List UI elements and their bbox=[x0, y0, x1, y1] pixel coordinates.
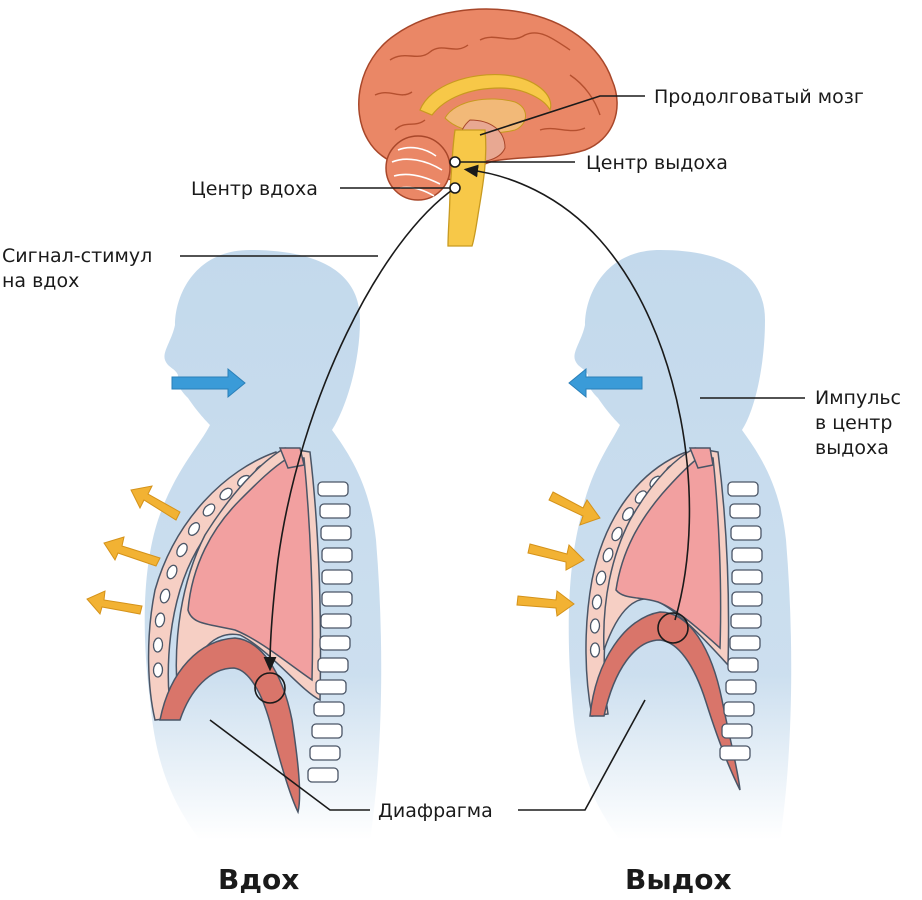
exhale-caption: Выдох bbox=[625, 863, 732, 896]
diaphragm-leader-right bbox=[518, 699, 646, 811]
inhale-lung bbox=[187, 457, 314, 682]
nerve-paths bbox=[180, 95, 805, 811]
exhale-diaphragm bbox=[589, 611, 741, 791]
cerebellum bbox=[385, 135, 451, 201]
exhale-rib-arrows bbox=[516, 491, 601, 617]
diaphragm-label: Диафрагма bbox=[378, 800, 493, 822]
inhale-center-label: Центр вдоха bbox=[191, 178, 318, 200]
exhale-center-label: Центр выдоха bbox=[586, 152, 728, 174]
exhale-impulse-path bbox=[463, 164, 691, 621]
inhale-air-arrow bbox=[171, 367, 246, 399]
medulla-leader bbox=[479, 95, 645, 136]
diaphragm-leader-left bbox=[209, 719, 370, 811]
exhale-air-arrow bbox=[568, 367, 643, 399]
exhale-diaphragm-marker bbox=[657, 612, 689, 644]
inhale-rib-arrows bbox=[86, 485, 181, 616]
inhale-center-dot bbox=[449, 182, 461, 194]
medulla-label: Продолговатый мозг bbox=[654, 86, 864, 108]
inhale-figure bbox=[86, 250, 382, 840]
exhale-spine bbox=[719, 481, 763, 761]
signal-label-line2: на вдох bbox=[2, 270, 79, 292]
inhale-signal-path bbox=[263, 187, 456, 672]
inhale-diaphragm bbox=[159, 637, 301, 815]
exhale-figure bbox=[516, 250, 792, 840]
exhale-trachea bbox=[688, 447, 714, 469]
inhale-caption: Вдох bbox=[218, 863, 299, 896]
inhale-diaphragm-marker bbox=[254, 672, 286, 704]
inhale-spine bbox=[307, 481, 353, 783]
corpus-callosum bbox=[419, 73, 552, 116]
impulse-label-line3: выдоха bbox=[815, 437, 889, 459]
exhale-center-dot bbox=[449, 156, 461, 168]
brain bbox=[358, 8, 618, 247]
cerebrum-folds bbox=[374, 32, 601, 132]
impulse-label-line2: в центр bbox=[815, 412, 892, 434]
signal-label-line1: Сигнал-стимул bbox=[2, 245, 152, 267]
exhale-lung bbox=[615, 457, 722, 650]
impulse-label-line1: Импульс bbox=[815, 387, 901, 409]
